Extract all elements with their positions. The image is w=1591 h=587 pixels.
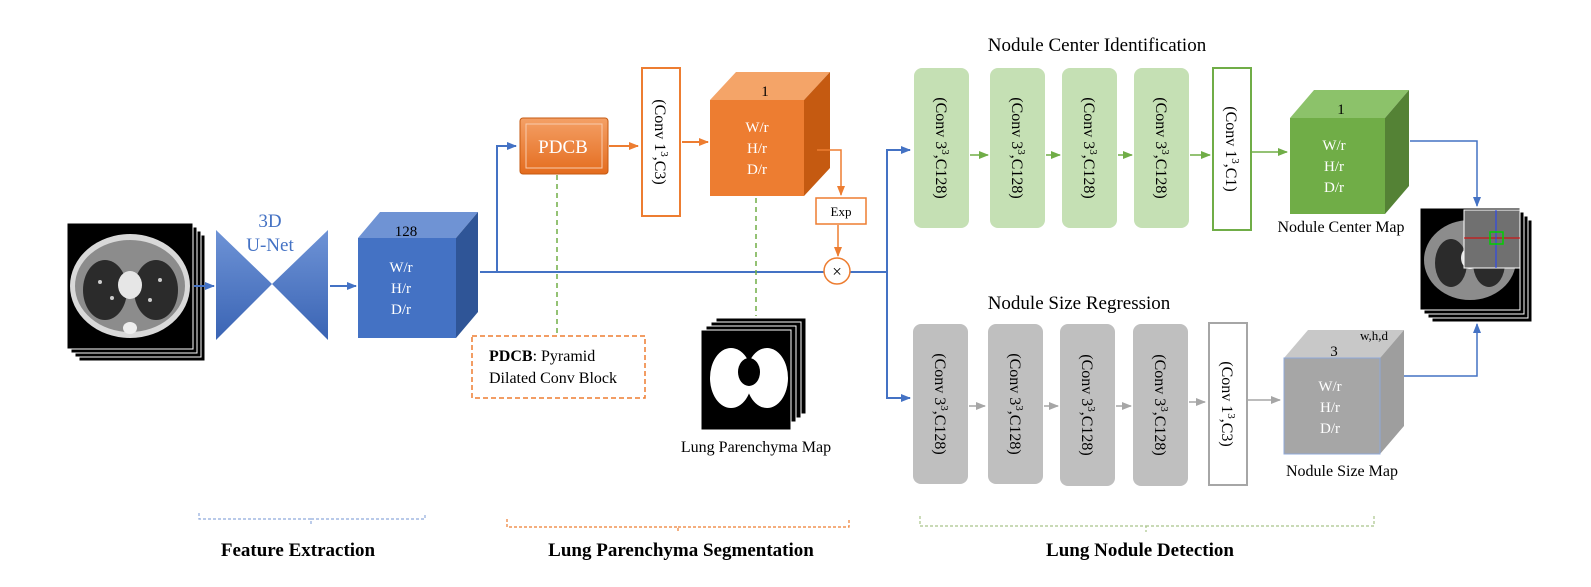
- input-ct-scan-stack: [66, 222, 206, 362]
- pdcb-block: PDCB: [519, 117, 609, 175]
- size-cube-w: W/r: [1318, 379, 1341, 395]
- brace-lung-segmentation: [506, 519, 850, 533]
- section-label-lung-segmentation: Lung Parenchyma Segmentation: [548, 540, 814, 561]
- brace-nodule-detection: [919, 516, 1375, 532]
- feature-cube-w: W/r: [389, 260, 412, 276]
- pdcb-legend-bold: PDCB: [489, 348, 533, 365]
- seg-cube-channels: 1: [761, 84, 769, 100]
- multiply-node: ×: [823, 257, 851, 285]
- svg-text:(Conv 13,C1): (Conv 13,C1): [1222, 106, 1241, 192]
- feature-cube-channels: 128: [395, 224, 418, 240]
- feature-cube-d: D/r: [391, 302, 411, 318]
- seg-conv-rest: ,C3): [651, 157, 668, 185]
- svg-text:(Conv 33,C128): (Conv 33,C128): [1006, 353, 1025, 455]
- section-label-feature-extraction: Feature Extraction: [221, 540, 376, 561]
- svg-text:(Conv 33,C128): (Conv 33,C128): [1151, 354, 1170, 456]
- svg-text:(Conv 13,C3): (Conv 13,C3): [651, 99, 670, 185]
- center-cube-w: W/r: [1322, 138, 1345, 154]
- size-map-cube: 3 w,h,d W/r H/r D/r: [1283, 328, 1404, 455]
- lung-parenchyma-map-stack: [700, 317, 807, 431]
- svg-text:PDCB: Pyramid: PDCB: Pyramid: [489, 348, 595, 365]
- size-branch-title: Nodule Size Regression: [988, 293, 1171, 314]
- svg-text:(Conv 33,C128): (Conv 33,C128): [1080, 97, 1099, 199]
- arrow-seg-to-exp: [817, 149, 845, 196]
- arrow-to-size-branch: [886, 272, 911, 402]
- pdcb-legend: PDCB: Pyramid Dilated Conv Block: [471, 335, 646, 399]
- center-conv-1: (Conv 33,C128): [914, 68, 969, 228]
- seg-cube-d: D/r: [747, 162, 767, 178]
- size-cube-d: D/r: [1320, 421, 1340, 437]
- size-cube-channels: 3: [1330, 344, 1338, 360]
- svg-text:(Conv 13,C3): (Conv 13,C3): [1218, 361, 1237, 447]
- arrow-features-to-pdcb: [496, 142, 517, 272]
- segmentation-cube: 1 W/r H/r D/r: [710, 72, 830, 196]
- size-cube-h: H/r: [1320, 400, 1340, 416]
- unet-label-line1: 3D: [258, 211, 281, 232]
- size-conv-1: (Conv 33,C128): [913, 324, 968, 484]
- svg-text:(Conv 33,C128): (Conv 33,C128): [1078, 354, 1097, 456]
- size-map-label: Nodule Size Map: [1286, 463, 1398, 480]
- center-cube-channels: 1: [1337, 102, 1345, 118]
- unet-label-line2: U-Net: [246, 235, 294, 256]
- brace-feature-extraction: [198, 513, 426, 525]
- center-conv-2: (Conv 33,C128): [990, 68, 1045, 228]
- size-cube-corner: w,h,d: [1360, 328, 1389, 343]
- seg-conv-sup: 3: [658, 151, 670, 157]
- arrow-center-map-to-output: [1410, 140, 1481, 207]
- svg-text:(Conv 33,C128): (Conv 33,C128): [932, 97, 951, 199]
- center-map-cube: 1 W/r H/r D/r: [1290, 90, 1409, 214]
- svg-text:(Conv 33,C128): (Conv 33,C128): [931, 353, 950, 455]
- center-cube-h: H/r: [1324, 159, 1344, 175]
- size-conv-4: (Conv 33,C128): [1133, 324, 1188, 486]
- center-conv-3: (Conv 33,C128): [1062, 68, 1117, 228]
- size-conv-3: (Conv 33,C128): [1060, 324, 1115, 486]
- svg-text:(Conv 33,C128): (Conv 33,C128): [1152, 97, 1171, 199]
- pdcb-label: PDCB: [538, 137, 588, 158]
- size-final-conv: (Conv 13,C3): [1208, 322, 1248, 486]
- feature-cube-h: H/r: [391, 281, 411, 297]
- unet-block: 3D U-Net: [216, 211, 328, 340]
- svg-text:(Conv 33,C128): (Conv 33,C128): [1008, 97, 1027, 199]
- arrow-to-center-branch: [886, 146, 911, 272]
- size-conv-2: (Conv 33,C128): [988, 324, 1043, 484]
- output-detection-stack: [1419, 207, 1533, 323]
- pdcb-legend-line2: Dilated Conv Block: [489, 370, 617, 387]
- seg-cube-w: W/r: [745, 120, 768, 136]
- exp-label: Exp: [831, 204, 852, 219]
- section-label-nodule-detection: Lung Nodule Detection: [1046, 540, 1234, 561]
- segmentation-conv: (Conv 13,C3): [641, 67, 681, 217]
- lung-map-label: Lung Parenchyma Map: [681, 439, 831, 456]
- exp-node: Exp: [815, 197, 867, 225]
- center-final-conv: (Conv 13,C1): [1212, 67, 1252, 231]
- center-conv-4: (Conv 33,C128): [1134, 68, 1189, 228]
- center-cube-d: D/r: [1324, 180, 1344, 196]
- center-branch-title: Nodule Center Identification: [988, 35, 1207, 56]
- arrow-size-map-to-output: [1404, 323, 1481, 377]
- pdcb-legend-rest: : Pyramid: [533, 348, 596, 365]
- feature-map-cube: 128 W/r H/r D/r: [358, 212, 478, 338]
- multiply-symbol: ×: [832, 262, 842, 281]
- center-map-label: Nodule Center Map: [1277, 219, 1404, 236]
- seg-cube-h: H/r: [747, 141, 767, 157]
- seg-conv-text: (Conv 1: [651, 99, 668, 151]
